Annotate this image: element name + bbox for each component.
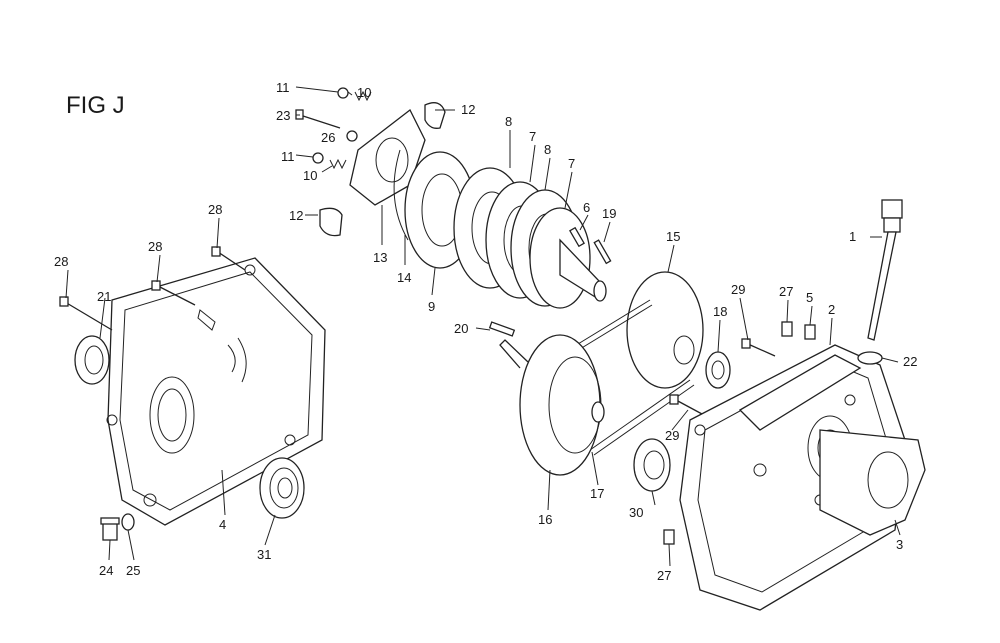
callout-8-top: 8 — [505, 114, 512, 129]
callout-3: 3 — [896, 537, 903, 552]
bearing-31 — [259, 457, 305, 519]
callout-15: 15 — [666, 229, 680, 244]
left-case-cover — [106, 257, 326, 526]
clutch-shoes-12 — [319, 102, 446, 237]
callout-23: 23 — [276, 108, 290, 123]
callout-29-bottom: 29 — [665, 428, 679, 443]
callout-2: 2 — [828, 302, 835, 317]
key-6 — [569, 226, 585, 248]
callout-8-second: 8 — [544, 142, 551, 157]
callout-11-mid: 11 — [281, 149, 295, 164]
callout-5: 5 — [806, 290, 813, 305]
washer-25 — [121, 513, 135, 531]
bolts-29 — [669, 338, 776, 415]
callout-labels: 11 10 12 23 26 11 10 12 13 14 9 8 7 8 7 … — [54, 80, 917, 583]
callout-16: 16 — [538, 512, 552, 527]
callout-28-right: 28 — [208, 202, 222, 217]
callout-10-mid: 10 — [303, 168, 317, 183]
callout-18: 18 — [713, 304, 727, 319]
callout-7-second: 7 — [568, 156, 575, 171]
callout-27-bottom: 27 — [657, 568, 671, 583]
callout-10-top: 10 — [357, 85, 371, 100]
key-20 — [488, 321, 516, 337]
callout-22: 22 — [903, 354, 917, 369]
callout-11-top: 11 — [276, 80, 290, 95]
callout-21: 21 — [97, 289, 111, 304]
leader-lines — [65, 86, 901, 567]
callout-4: 4 — [219, 517, 226, 532]
nuts-11 — [312, 87, 349, 164]
callout-14: 14 — [397, 270, 411, 285]
callout-12-left: 12 — [289, 208, 303, 223]
sprocket-15 — [626, 271, 704, 389]
callout-13: 13 — [373, 250, 387, 265]
callout-26: 26 — [321, 130, 335, 145]
callout-12-top: 12 — [461, 102, 475, 117]
callout-19: 19 — [602, 206, 616, 221]
right-case-2 — [679, 344, 906, 611]
bolts-28 — [59, 246, 246, 331]
callout-7-top: 7 — [529, 129, 536, 144]
oil-seal-18 — [705, 351, 731, 389]
drain-plug-24 — [100, 517, 120, 541]
springs-10 — [329, 90, 372, 170]
dowel-5 — [804, 324, 816, 340]
bolt-23 — [295, 109, 341, 129]
callout-27-top: 27 — [779, 284, 793, 299]
cover-plate-3 — [819, 429, 926, 536]
bearing-30 — [633, 438, 671, 492]
circlip-14 — [393, 149, 409, 241]
callout-29-top: 29 — [731, 282, 745, 297]
washer-26 — [346, 130, 358, 142]
pin-19 — [593, 239, 612, 265]
callout-24: 24 — [99, 563, 113, 578]
callout-28-mid: 28 — [148, 239, 162, 254]
callout-17: 17 — [590, 486, 604, 501]
callout-20: 20 — [454, 321, 468, 336]
callout-1: 1 — [849, 229, 856, 244]
callout-9: 9 — [428, 299, 435, 314]
sprocket-16 — [499, 334, 605, 476]
callout-6: 6 — [583, 200, 590, 215]
callout-28-left: 28 — [54, 254, 68, 269]
oil-seal-21 — [74, 335, 110, 385]
o-ring-22 — [857, 351, 883, 365]
callout-31: 31 — [257, 547, 271, 562]
dipstick-1 — [867, 199, 903, 341]
figure-title: FIG J — [66, 92, 125, 119]
callout-25: 25 — [126, 563, 140, 578]
clutch-drum-7b — [529, 207, 607, 309]
callout-30: 30 — [629, 505, 643, 520]
